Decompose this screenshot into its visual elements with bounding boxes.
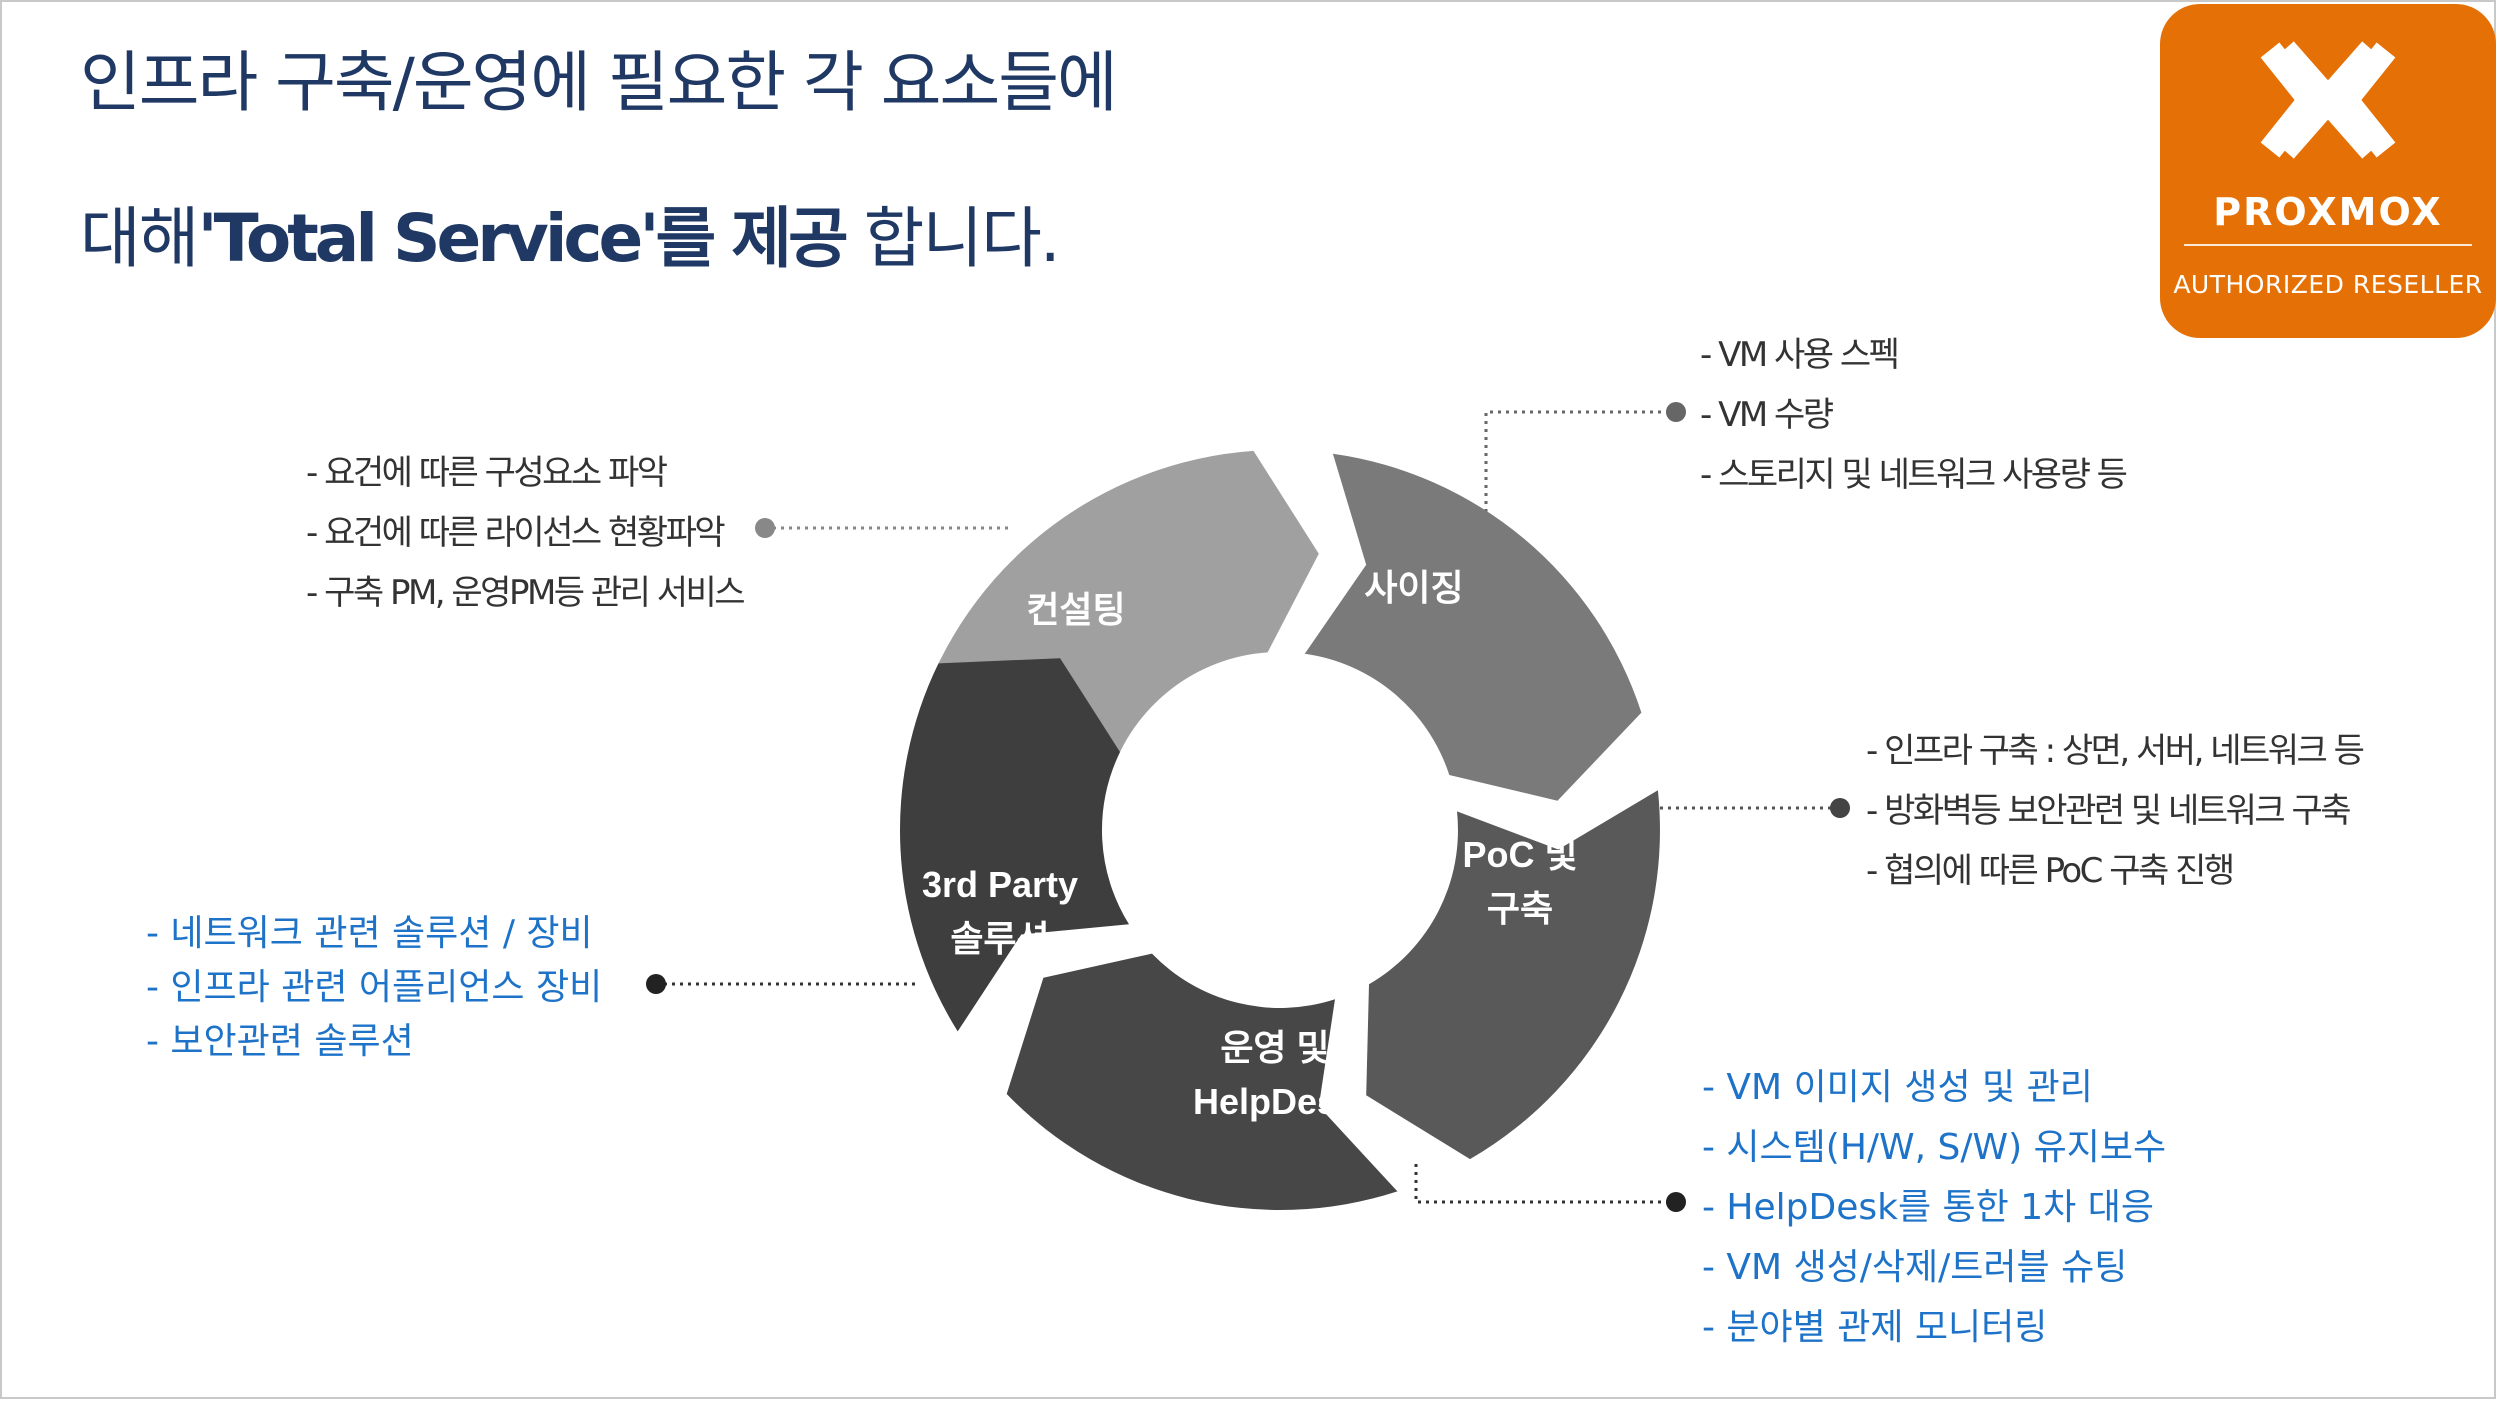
logo-subtitle: AUTHORIZED RESELLER: [2173, 270, 2483, 299]
note-sizing-2: - VM 수량: [1700, 395, 1834, 435]
connector-dot-poc: [1830, 798, 1850, 818]
connector-dot-consulting: [755, 518, 775, 538]
note-operation-2: - 시스템(H/W, S/W) 유지보수: [1702, 1127, 2167, 1168]
proxmox-x-icon: [2260, 41, 2396, 159]
note-poc-3: - 협의에 따른 PoC 구축 진행: [1866, 851, 2235, 891]
title-prefix: 대해: [80, 200, 199, 277]
logo-divider: [2184, 244, 2472, 246]
note-consulting-2: - 요건에 따른 라이선스 현황파악: [306, 513, 726, 553]
segment-poc: [1366, 790, 1660, 1160]
connector-sizing: [1484, 410, 1676, 520]
note-thirdparty-3: - 보안관련 솔루션: [146, 1021, 414, 1062]
title-line-2: 대해'Total Service'를 제공 합니다.: [80, 206, 1061, 272]
logo-name: PROXMOX: [2213, 190, 2443, 234]
connector-dot-thirdparty: [646, 974, 666, 994]
note-operation-4: - VM 생성/삭제/트러블 슈팅: [1702, 1247, 2128, 1288]
note-operation-1: - VM 이미지 생성 및 관리: [1702, 1067, 2093, 1108]
title-bold: 'Total Service'를 제공: [197, 200, 848, 277]
note-thirdparty-2: - 인프라 관련 어플리언스 장비: [146, 967, 603, 1008]
note-sizing-3: - 스토리지 및 네트워크 사용량 등: [1700, 455, 2128, 495]
connector-operation: [1414, 1164, 1676, 1204]
note-consulting-3: - 구축 PM, 운영PM등 관리 서비스: [306, 573, 746, 613]
segment-label-sizing: 사이징: [1364, 567, 1463, 608]
segment-thirdparty: [899, 658, 1129, 1032]
note-thirdparty-1: - 네트워크 관련 솔루션 / 장비: [146, 913, 593, 954]
segment-operation: [1006, 953, 1398, 1210]
note-poc-1: - 인프라 구축 : 상면, 서버, 네트워크 등: [1866, 731, 2365, 771]
title-line-1: 인프라 구축/운영에 필요한 각 요소들에: [80, 44, 1118, 121]
note-poc-2: - 방화벽등 보안관련 및 네트워크 구축: [1866, 791, 2352, 831]
title-suffix: 합니다.: [844, 200, 1061, 277]
connector-dot-sizing: [1666, 402, 1686, 422]
note-consulting-1: - 요건에 따른 구성요소 파악: [306, 453, 668, 493]
note-operation-5: - 분야별 관제 모니터링: [1702, 1307, 2048, 1348]
segment-label-consulting: 컨설팅: [1026, 589, 1125, 630]
segment-sizing: [1304, 453, 1642, 801]
proxmox-logo: PROXMOX AUTHORIZED RESELLER: [2160, 4, 2496, 338]
note-sizing-1: - VM 사용 스펙: [1700, 335, 1900, 375]
connector-dot-operation: [1666, 1192, 1686, 1212]
note-operation-3: - HelpDesk를 통한 1차 대응: [1702, 1187, 2154, 1228]
